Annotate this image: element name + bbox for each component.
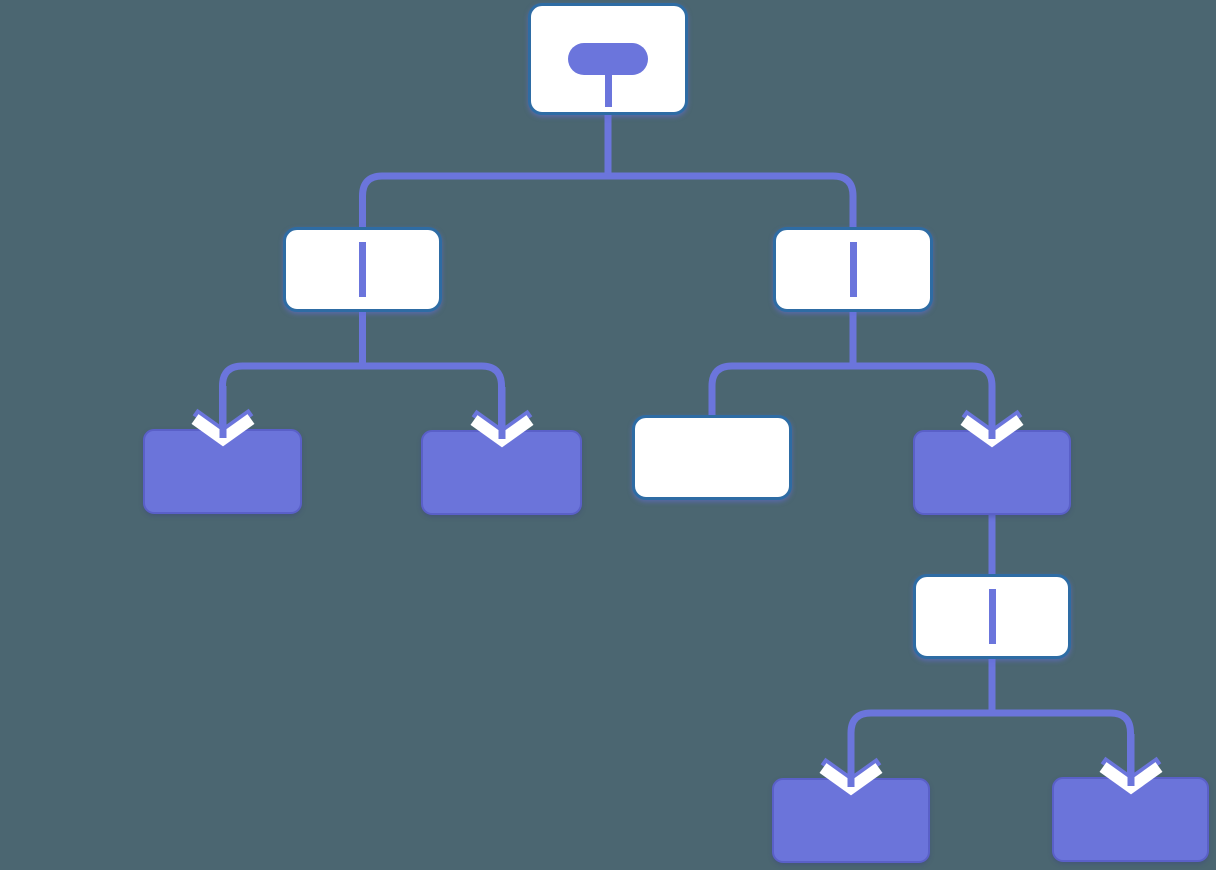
pill-stem-icon (604, 72, 612, 107)
edge-connector (359, 172, 608, 229)
edge-connector (992, 709, 1134, 779)
tree-node-leaf-4[interactable] (1052, 734, 1209, 862)
pill-icon (568, 43, 648, 75)
tree-node-right-child[interactable] (913, 387, 1071, 515)
drop-chevron-white (191, 414, 254, 447)
tree-node-branch-right[interactable] (773, 227, 933, 312)
drop-chevron-white (960, 415, 1024, 448)
drop-chevron-purple (1100, 756, 1161, 785)
drop-chevron-white (470, 415, 533, 448)
drop-chevron-white (1099, 762, 1162, 795)
edge-connector (219, 362, 363, 431)
drop-arrow-icon (191, 386, 254, 447)
tree-node-leaf-1[interactable] (143, 386, 302, 514)
tree-node-leaf-2[interactable] (421, 387, 582, 515)
divider-line-icon (359, 242, 366, 297)
tree-node-empty-node[interactable] (632, 415, 792, 500)
edge-connector (853, 362, 996, 432)
tree-node-branch-left[interactable] (283, 227, 442, 312)
drop-chevron-purple (471, 409, 532, 438)
drop-arrow-icon (1099, 734, 1162, 795)
edge-connector (608, 172, 857, 229)
drop-chevron-purple (192, 408, 253, 437)
divider-line-icon (988, 589, 996, 644)
divider-line-icon (849, 242, 857, 297)
edge-connector (362, 362, 505, 432)
drop-arrow-icon (470, 387, 533, 448)
drop-chevron-purple (820, 757, 882, 786)
tree-node-leaf-3[interactable] (772, 735, 930, 863)
drop-chevron-purple (961, 409, 1023, 438)
edge-connector (708, 362, 853, 417)
edge-connector (847, 709, 992, 780)
drop-arrow-icon (960, 387, 1024, 448)
drop-chevron-white (819, 763, 883, 796)
tree-node-root[interactable] (528, 3, 688, 115)
drop-arrow-icon (819, 735, 883, 796)
tree-node-branch-bottom[interactable] (913, 574, 1071, 659)
